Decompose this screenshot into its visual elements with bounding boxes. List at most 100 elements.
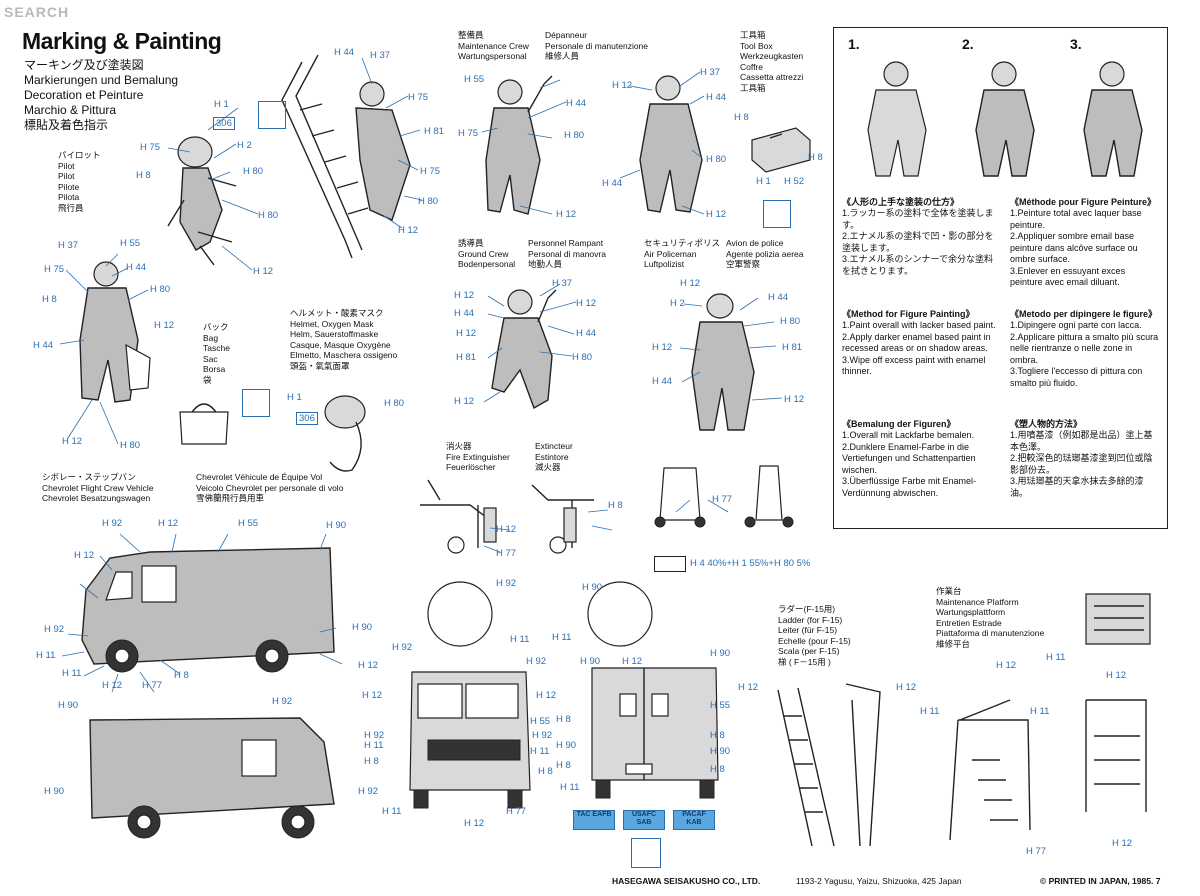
callout: H 81 [782,342,803,353]
callout: H 92 [358,786,379,797]
decal-usafc-sab: USAFC SAB [623,810,665,830]
step-figures [867,61,1143,177]
ladder-drawings [777,683,881,847]
callout: H 8 [710,730,725,741]
callout: H 44 [33,340,54,351]
callout: H 11 [552,632,572,643]
extinguisher-drawings [420,465,794,554]
callout: H 90 [556,740,577,751]
callout: H 44 [576,328,597,339]
instructions-japanese: 《人形の上手な塗装の仕方》 1.ラッカー系の塗料で全体を塗装します。2.エナメル… [842,197,994,276]
callout: H 44 [652,376,673,387]
callout: H 12 [680,278,701,289]
callout: H 77 [712,494,733,505]
callout: H 2 [670,298,685,309]
callout: H 80 [150,284,171,295]
callout: H 12 [454,290,475,301]
callout: H 75 [44,264,65,275]
callout: H 92 [272,696,293,707]
subtitle-line: Marchio & Pittura [24,103,117,117]
callout: H 2 [237,140,252,151]
callout: H 75 [408,92,429,103]
instructions-french: 《Méthode pour Figure Peinture》 1.Peintur… [1010,197,1157,287]
callout: H 8 [556,714,571,725]
callout: H 77 [506,806,527,817]
callout: H 11 [920,706,940,717]
callout: H 90 [352,622,373,633]
depanneur-figure [639,75,703,213]
instructions-german: 《Bemalung der Figuren》 1.Overall mit Lac… [842,419,977,498]
callout: H 11 [62,668,82,679]
callout: H 12 [652,342,673,353]
helmet-drawing [324,395,366,472]
callout: H 92 [44,624,65,635]
callout: H 8 [42,294,57,305]
callout: H 44 [768,292,789,303]
callout: H 81 [456,352,477,363]
callout: H 92 [526,656,547,667]
callout: H 11 [1030,706,1050,717]
callout: H 90 [710,648,731,659]
air-policeman-figure [691,293,755,431]
callout: H 80 [572,352,593,363]
callout: H 90 [326,520,347,531]
callout: H 11 [1046,652,1066,663]
van-front-view [409,581,653,809]
callout: H 37 [700,67,721,78]
decal-306-badge: 306 [296,412,318,425]
callout: H 12 [362,690,383,701]
decal-marker [763,200,791,228]
callout: H 80 [564,130,585,141]
callout: H 75 [458,128,479,139]
callout: H 44 [334,47,355,58]
callout: H 55 [710,700,731,711]
callout: H 12 [496,524,517,535]
callout: H 1 [214,99,229,110]
leader-lines [59,57,783,693]
callout: H 12 [996,660,1017,671]
callout: H 55 [464,74,485,85]
callout: H 80 [384,398,405,409]
callout: H 8 [364,756,379,767]
callout: H 8 [608,500,623,511]
instructions-chinese: 《塑人物的方法》 1.用噴基漆（例如郡是出品）塗上基本色澤。2.把較深色的琺瑯基… [1010,419,1153,498]
decal-marker [258,101,286,129]
callout: H 12 [612,80,633,91]
callout: H 77 [1026,846,1047,857]
footer-copyright: © PRINTED IN JAPAN, 1985. 7 [1040,876,1161,886]
bag-drawing [179,403,229,445]
callout: H 92 [532,730,553,741]
van-side-view-top [81,547,335,673]
callout: H 1 [287,392,302,403]
callout: H 44 [602,178,623,189]
callout: H 12 [158,518,179,529]
van-side-view-bottom [89,717,335,839]
callout: H 44 [566,98,587,109]
callout: H 12 [896,682,917,693]
toolbox-drawing [751,127,811,173]
callout: H 12 [464,818,485,829]
subtitle-line: Decoration et Peinture [24,88,144,102]
pilot-figure [167,136,237,266]
instructions-english: 《Method for Figure Painting》 1.Paint ove… [842,309,996,376]
callout: H 44 [454,308,475,319]
callout: H 55 [530,716,551,727]
callout: H 92 [364,730,385,741]
callout: H 92 [496,578,517,589]
decal-marker [631,838,661,868]
instructions-italian: 《Metodo per dipingere le figure》 1.Dipin… [1010,309,1159,388]
callout: H 12 [738,682,759,693]
subtitle-line: 標貼及着色指示 [24,118,109,132]
step-number: 2. [962,36,974,52]
